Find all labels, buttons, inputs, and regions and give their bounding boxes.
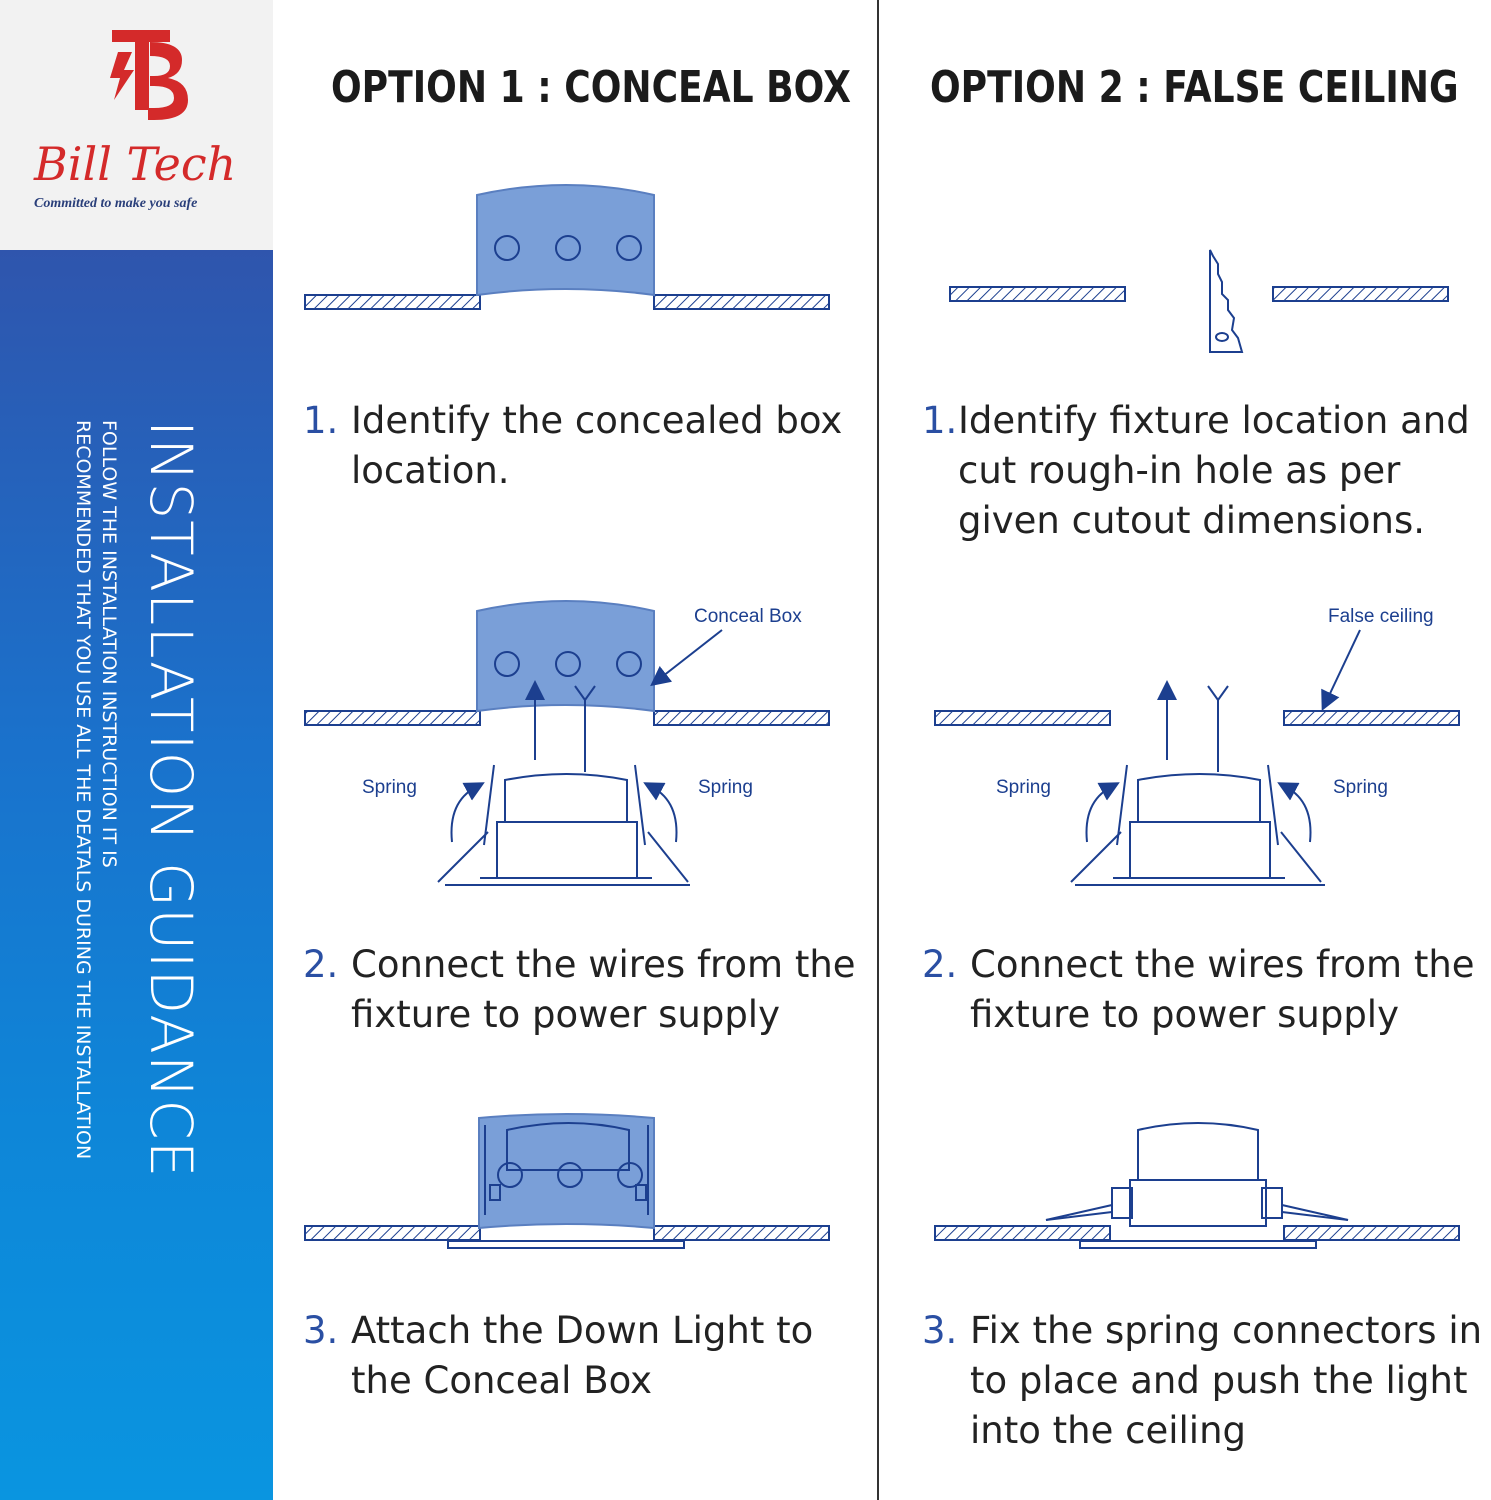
sidebar-panel — [0, 250, 273, 1500]
sidebar-title: INSTALLATION GUIDANCE — [137, 420, 205, 1179]
step-text: Connect the wires from the fixture to po… — [970, 943, 1475, 1036]
conceal-box-diagram-1 — [304, 184, 830, 310]
step-text: Attach the Down Light to the Conceal Box — [351, 1309, 814, 1402]
option1-title: OPTION 1 : CONCEAL BOX — [331, 62, 851, 113]
step-text: Fix the spring connectors in to place an… — [970, 1309, 1483, 1452]
brand-tagline: Committed to make you safe — [34, 196, 197, 211]
logo-panel: Bill Tech Committed to make you safe — [0, 0, 273, 250]
false-ceiling-label: False ceiling — [1328, 606, 1434, 627]
spring-clip-icon — [1209, 249, 1244, 353]
spring-label-left: Spring — [362, 777, 417, 798]
sidebar-subtitle-line2: RECOMMENDED THAT YOU USE ALL THE DEATALS… — [72, 420, 94, 1160]
step-text: Identify fixture location and cut rough-… — [958, 399, 1470, 542]
brand-logo: Bill Tech Committed to make you safe — [33, 30, 236, 211]
step-number: 1. — [922, 399, 958, 442]
false-ceiling-diagram-1 — [949, 249, 1449, 353]
spring-label-right: Spring — [1333, 777, 1388, 798]
false-ceiling-diagram-3 — [934, 1122, 1460, 1249]
sidebar-subtitle-line1: FOLLOW THE INSTALLATION INSTRUCTION IT I… — [98, 420, 120, 868]
false-ceiling-diagram-2: False ceiling Spring Spring — [934, 606, 1460, 886]
step-number: 3. — [303, 1309, 339, 1352]
brand-monogram-icon — [110, 30, 188, 120]
step-number: 2. — [922, 943, 958, 986]
option2-title: OPTION 2 : FALSE CEILING — [930, 62, 1459, 113]
step-text: Identify the concealed box location. — [351, 399, 843, 492]
step-number: 2. — [303, 943, 339, 986]
conceal-box-diagram-2: Conceal Box Spring Spring — [304, 600, 830, 886]
column-divider — [877, 0, 879, 1500]
step-number: 1. — [303, 399, 339, 442]
step-text: Connect the wires from the fixture to po… — [351, 943, 856, 1036]
spring-label-right: Spring — [698, 777, 753, 798]
brand-name: Bill Tech — [33, 137, 236, 191]
conceal-box-label: Conceal Box — [694, 606, 802, 627]
conceal-box-diagram-3 — [304, 1113, 830, 1249]
spring-label-left: Spring — [996, 777, 1051, 798]
step-number: 3. — [922, 1309, 958, 1352]
